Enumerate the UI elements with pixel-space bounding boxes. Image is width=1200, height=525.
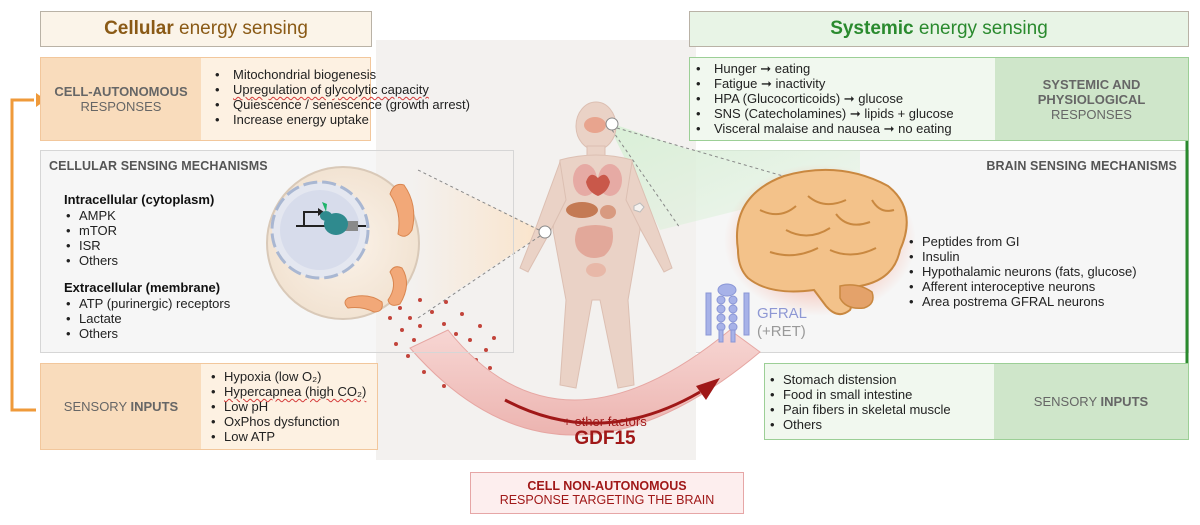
- cellular-title-highlight: Cellular: [104, 18, 174, 39]
- brain-zoom-cone: [607, 122, 860, 230]
- list-item: Others: [64, 326, 230, 341]
- right-sensory-label: SENSORY INPUTS: [994, 364, 1188, 439]
- list-item: Stomach distension: [768, 372, 951, 387]
- left-sensory-label: SENSORY INPUTS: [41, 364, 201, 449]
- list-item: Hypoxia (low O₂): [209, 369, 366, 384]
- gfral-receptor-icon: [705, 283, 750, 343]
- intracellular-heading: Intracellular (cytoplasm): [64, 192, 215, 207]
- cell-autonomous-responses-box: CELL-AUTONOMOUS RESPONSES Mitochondrial …: [40, 57, 470, 141]
- brain-zoom-marker: [605, 117, 619, 131]
- cellular-title-rest: energy sensing: [173, 18, 308, 39]
- systemic-label-line2: PHYSIOLOGICAL: [1037, 91, 1146, 107]
- other-factors-label: + other factors: [563, 414, 647, 429]
- list-item: Insulin: [907, 249, 1137, 264]
- cell-zoom-marker: [538, 225, 552, 239]
- cell-autonomous-list: Mitochondrial biogenesis Upregulation of…: [211, 67, 470, 127]
- list-item: Lactate: [64, 311, 230, 326]
- list-item: HPA (Glucocorticoids) ➞ glucose: [692, 91, 954, 106]
- list-item: Hunger ➞ eating: [692, 61, 954, 76]
- cell-non-autonomous-box: CELL NON-AUTONOMOUS RESPONSE TARGETING T…: [470, 472, 744, 514]
- systemic-label-line1: SYSTEMIC AND: [1042, 76, 1141, 92]
- cell-non-autonomous-line1: CELL NON-AUTONOMOUS: [527, 479, 687, 493]
- list-item: Others: [64, 253, 118, 268]
- bloodstream-band: [409, 329, 761, 436]
- brain-sensing-heading: BRAIN SENSING MECHANISMS: [986, 159, 1177, 173]
- list-item: Low pH: [209, 399, 366, 414]
- gfral-label: GFRAL (+RET): [757, 305, 807, 341]
- cell-autonomous-label: CELL-AUTONOMOUS RESPONSES: [41, 58, 201, 140]
- curved-arrow-icon: [504, 390, 701, 425]
- list-item: mTOR: [64, 223, 118, 238]
- intracellular-list: AMPK mTOR ISR Others: [64, 208, 118, 268]
- list-item: Fatigue ➞ inactivity: [692, 76, 954, 91]
- curved-arrow-head: [696, 378, 720, 400]
- list-item: AMPK: [64, 208, 118, 223]
- right-sensory-list: Stomach distension Food in small intesti…: [768, 372, 951, 432]
- gfral-label-line2: (+RET): [757, 323, 806, 340]
- gfral-label-line1: GFRAL: [757, 305, 808, 322]
- list-item: Afferent interoceptive neurons: [907, 279, 1137, 294]
- list-item: OxPhos dysfunction: [209, 414, 366, 429]
- list-item: ISR: [64, 238, 118, 253]
- right-sensory-label-bold: INPUTS: [1100, 394, 1149, 409]
- list-item-text: ATP (purinergic) receptors: [79, 296, 231, 311]
- cell-autonomous-label-line1: CELL-AUTONOMOUS: [54, 84, 188, 99]
- list-item: Food in small intestine: [768, 387, 951, 402]
- cellular-title: Cellular energy sensing: [40, 11, 372, 47]
- left-sensory-label-plain: SENSORY: [63, 399, 131, 414]
- list-item: Visceral malaise and nausea ➞ no eating: [692, 121, 954, 136]
- gdf15-label: GDF15: [574, 428, 636, 449]
- list-item: Others: [768, 417, 951, 432]
- list-item: Upregulation of glycolytic capacity: [211, 82, 470, 97]
- cell-autonomous-label-line2: RESPONSES: [80, 99, 162, 114]
- list-item: Mitochondrial biogenesis: [211, 67, 470, 82]
- list-item: Low ATP: [209, 429, 366, 444]
- systemic-title-highlight: Systemic: [830, 18, 914, 39]
- list-item: ATP (purinergic) receptors: [64, 296, 230, 311]
- left-feedback-arrow: [10, 98, 36, 412]
- systemic-title: Systemic energy sensing: [689, 11, 1189, 47]
- extracellular-list: ATP (purinergic) receptors Lactate Other…: [64, 296, 230, 341]
- list-item: Increase energy uptake: [211, 112, 470, 127]
- systemic-responses-box: Hunger ➞ eating Fatigue ➞ inactivity HPA…: [689, 57, 1189, 141]
- systemic-responses-label: SYSTEMIC AND PHYSIOLOGICAL RESPONSES: [995, 58, 1188, 140]
- list-item: Hypothalamic neurons (fats, glucose): [907, 264, 1137, 279]
- right-sensory-inputs-box: Stomach distension Food in small intesti…: [764, 363, 1189, 440]
- left-sensory-inputs-box: SENSORY INPUTS Hypoxia (low O₂) Hypercap…: [40, 363, 378, 450]
- list-item: Area postrema GFRAL neurons: [907, 294, 1137, 309]
- brain-sensing-box: BRAIN SENSING MECHANISMS Peptides from G…: [689, 150, 1187, 351]
- cell-non-autonomous-line2: RESPONSE TARGETING THE BRAIN: [499, 493, 715, 507]
- brain-icon: [724, 164, 916, 316]
- list-item: Pain fibers in skeletal muscle: [768, 402, 951, 417]
- extracellular-heading: Extracellular (membrane): [64, 280, 221, 295]
- list-item: Peptides from GI: [907, 234, 1137, 249]
- left-sensory-list: Hypoxia (low O₂) Hypercapnea (high CO₂) …: [209, 369, 366, 444]
- systemic-label-line3: RESPONSES: [1051, 106, 1132, 122]
- list-item-text: Upregulation of glycolytic capacity: [233, 82, 429, 97]
- systemic-responses-list: Hunger ➞ eating Fatigue ➞ inactivity HPA…: [692, 61, 954, 136]
- list-item: SNS (Catecholamines) ➞ lipids + glucose: [692, 106, 954, 121]
- organs-icon: [566, 117, 645, 277]
- cell-zoom-cone: [412, 168, 545, 320]
- systemic-title-rest: energy sensing: [913, 18, 1048, 39]
- cell-nucleus-icon: [266, 166, 420, 320]
- list-item-text: Hypercapnea (high CO₂): [224, 384, 367, 399]
- right-sensory-label-plain: SENSORY: [1033, 394, 1101, 409]
- cellular-sensing-box: CELLULAR SENSING MECHANISMS Intracellula…: [40, 150, 514, 353]
- list-item: Quiescence / senescence (growth arrest): [211, 97, 470, 112]
- cellular-sensing-heading: CELLULAR SENSING MECHANISMS: [49, 159, 268, 173]
- brain-sensing-list: Peptides from GI Insulin Hypothalamic ne…: [907, 234, 1137, 309]
- list-item: Hypercapnea (high CO₂): [209, 384, 366, 399]
- left-sensory-label-bold: INPUTS: [130, 399, 179, 414]
